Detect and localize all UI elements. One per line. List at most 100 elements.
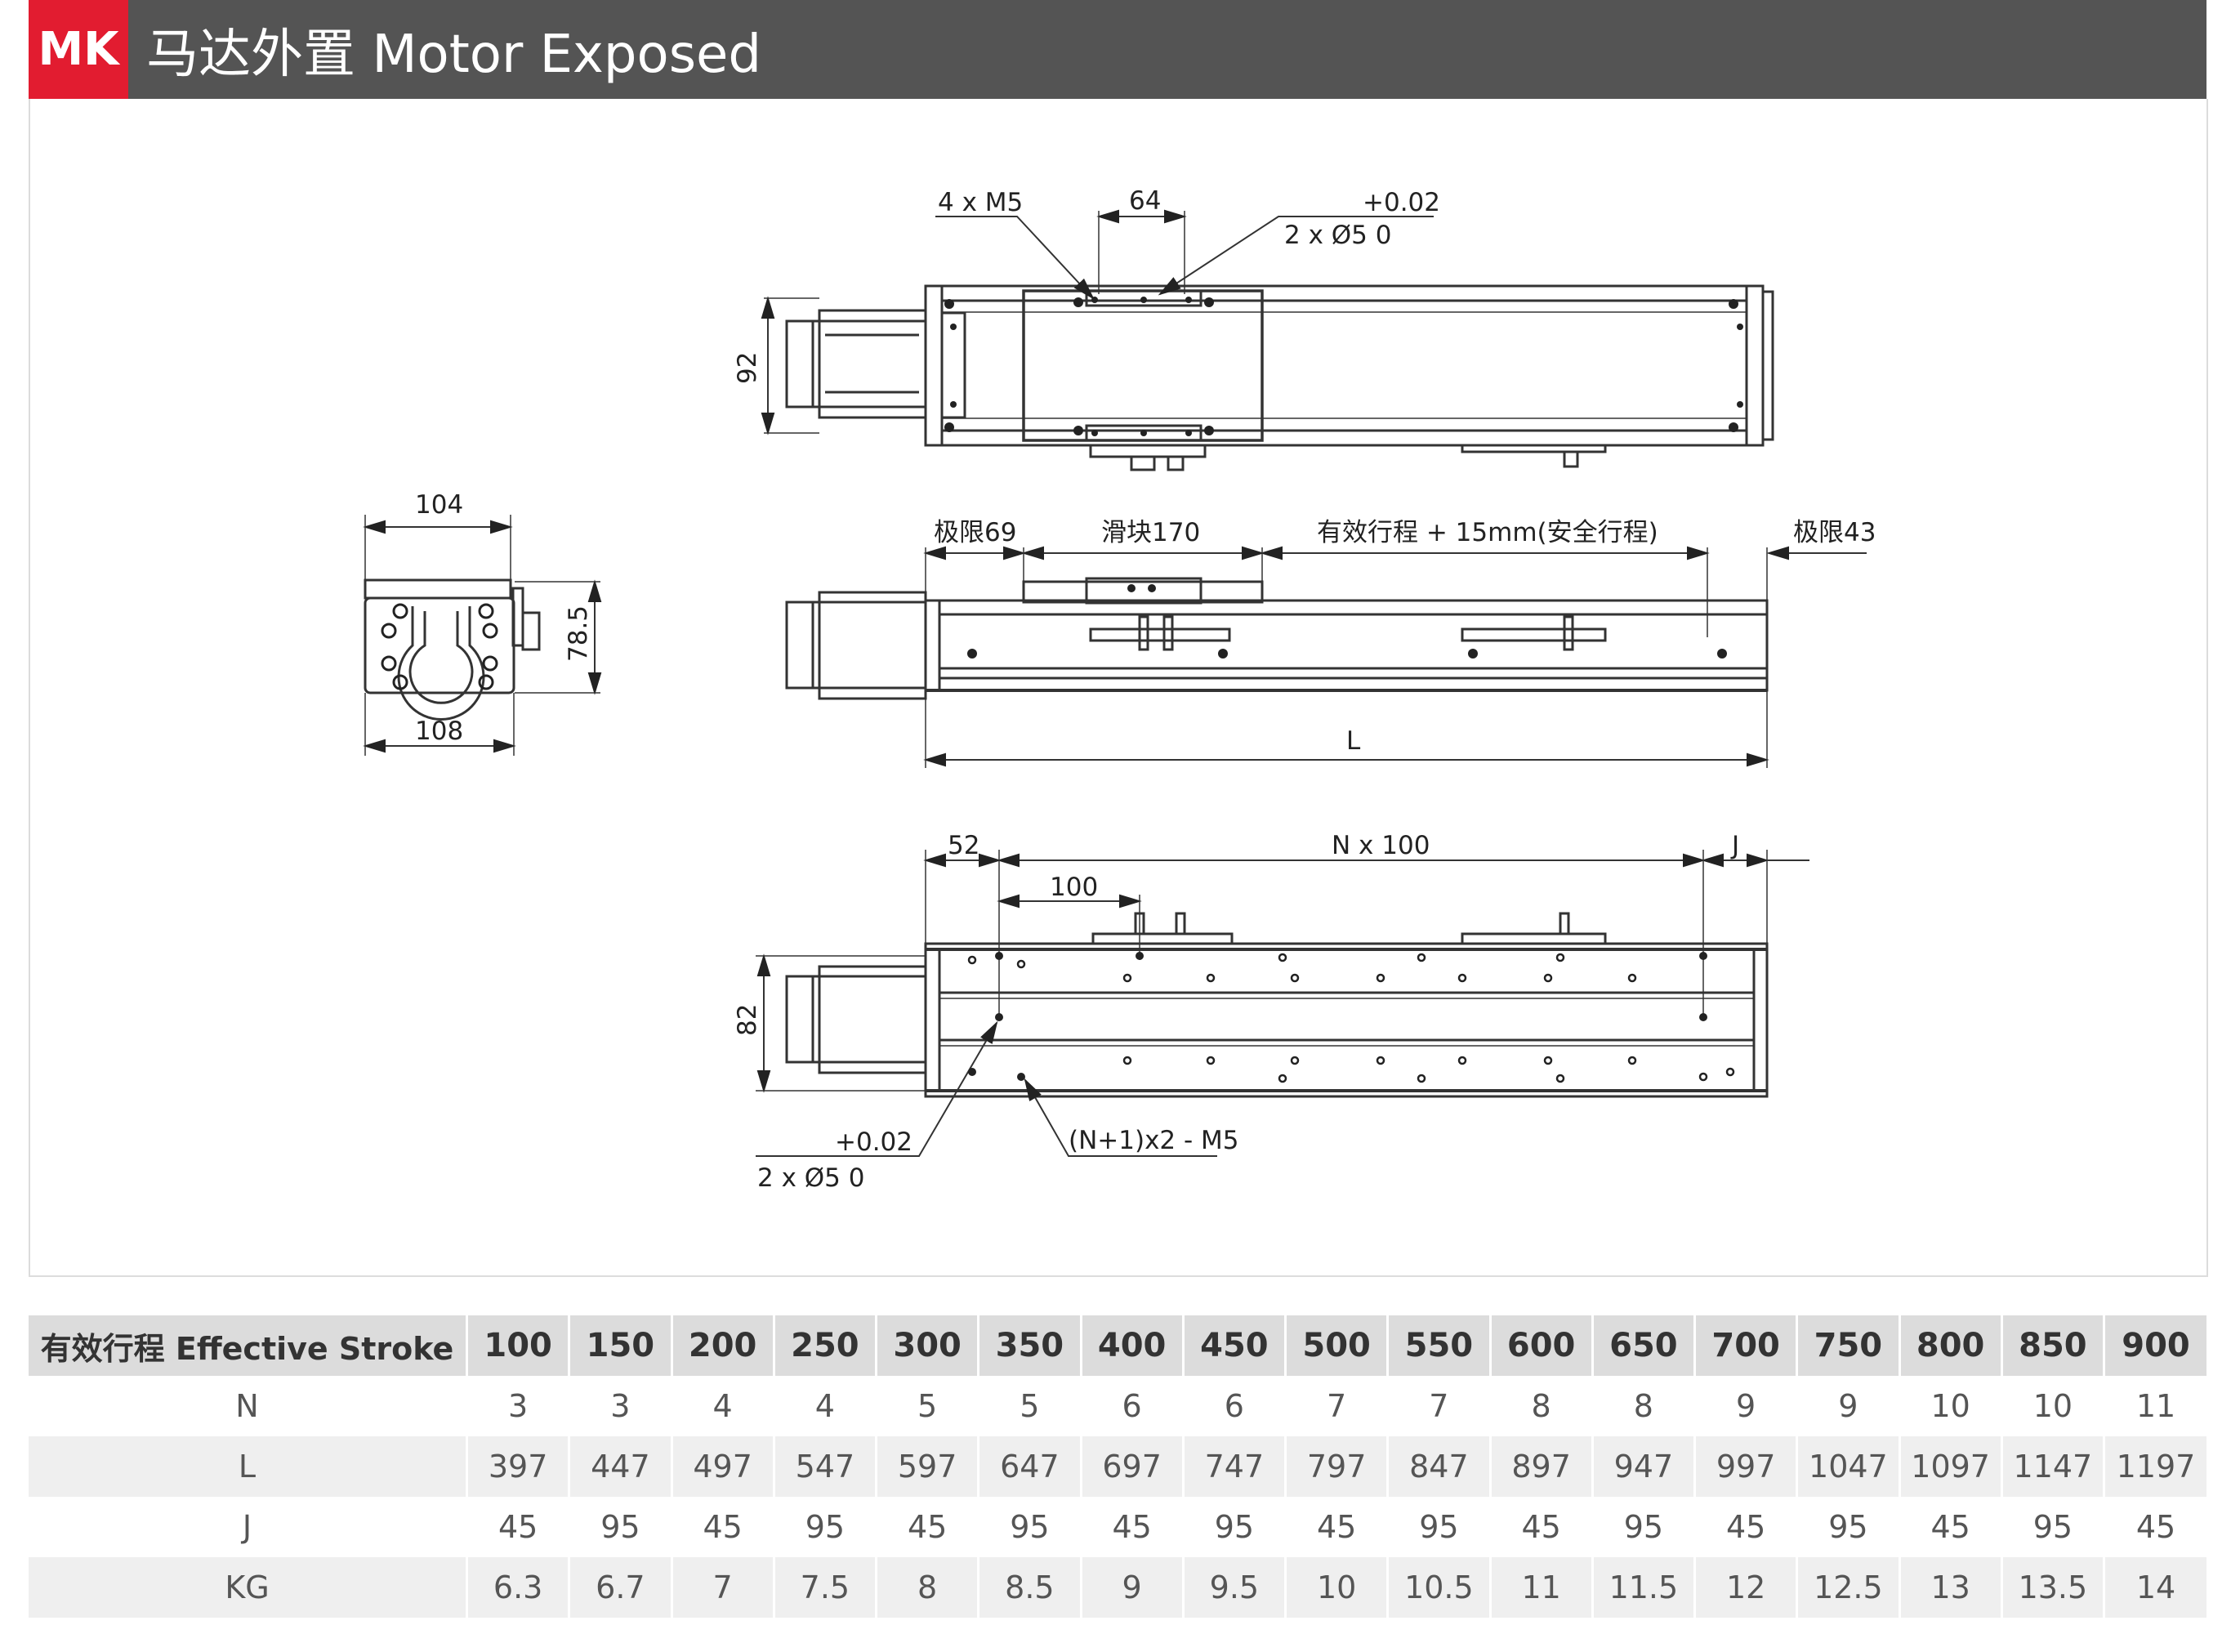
drawing-panel: [29, 99, 2208, 1277]
table-cell: 12.5: [1796, 1557, 1899, 1618]
table-cell: 45: [1693, 1497, 1797, 1557]
bottom-pin-tolerance-label: +0.02: [835, 1127, 912, 1157]
table-cell: 9: [1796, 1376, 1899, 1436]
table-cell: 7: [670, 1557, 774, 1618]
pin-tolerance-label: +0.02: [1363, 188, 1440, 217]
table-cell: 1047: [1796, 1436, 1899, 1497]
table-cell: 95: [1181, 1497, 1286, 1557]
table-cell: 847: [1386, 1436, 1490, 1497]
top-view: [761, 209, 1774, 471]
row-label-cell: KG: [29, 1557, 467, 1618]
table-cell: 3: [465, 1376, 569, 1436]
table-cell: 797: [1283, 1436, 1388, 1497]
table-cell: 10: [1283, 1557, 1388, 1618]
row-label-cell: J: [242, 1509, 252, 1545]
table-cell: 497: [670, 1436, 774, 1497]
table-cell: 10: [2000, 1376, 2104, 1436]
stroke-header-cell: 400: [1079, 1315, 1184, 1376]
table-cell: 95: [977, 1497, 1081, 1557]
end-bottom-width-label: 108: [415, 717, 463, 746]
stroke-header-cell: 150: [568, 1315, 672, 1376]
stroke-header-cell: 700: [1693, 1315, 1797, 1376]
table-cell: 8: [1591, 1376, 1695, 1436]
stroke-header-cell: 900: [2103, 1315, 2206, 1376]
row-label-cell: L: [29, 1436, 467, 1497]
table-cell: 11: [2103, 1376, 2206, 1436]
page-title: 马达外置 Motor Exposed: [146, 24, 762, 85]
table-cell: 45: [2103, 1497, 2206, 1557]
table-cell: 8.5: [977, 1557, 1081, 1618]
table-cell: 6.7: [568, 1557, 672, 1618]
table-cell: 5: [977, 1376, 1081, 1436]
body-height-label: 92: [733, 352, 762, 384]
series-badge: MK: [29, 0, 128, 99]
stroke-label: 有效行程 + 15mm(安全行程): [1317, 518, 1658, 547]
table-cell: 8: [1488, 1376, 1593, 1436]
table-cell: 1097: [1898, 1436, 2002, 1497]
table-cell: 7.5: [772, 1557, 877, 1618]
end-top-width-label: 104: [415, 490, 463, 520]
table-cell: 547: [772, 1436, 877, 1497]
side-view: [785, 546, 1867, 768]
end-view: [363, 515, 602, 756]
table-cell: 747: [1181, 1436, 1286, 1497]
stroke-header-cell: 550: [1386, 1315, 1490, 1376]
table-cell: 11: [1488, 1557, 1593, 1618]
stroke-header-cell: 800: [1898, 1315, 2002, 1376]
limit-right-label: 极限43: [1793, 518, 1876, 547]
stroke-header-cell: 600: [1488, 1315, 1593, 1376]
stroke-header-cell: 750: [1796, 1315, 1899, 1376]
table-cell: 12: [1693, 1557, 1797, 1618]
table-cell: 5: [874, 1376, 979, 1436]
stroke-header-cell: 350: [977, 1315, 1081, 1376]
table-cell: 9: [1079, 1557, 1184, 1618]
table-cell: 95: [1796, 1497, 1899, 1557]
table-cell: 6: [1079, 1376, 1184, 1436]
table-cell: 95: [568, 1497, 672, 1557]
hole-spacing-label: 64: [1129, 186, 1161, 216]
pitch-label: 100: [1050, 873, 1098, 902]
table-cell: 45: [874, 1497, 979, 1557]
mounting-holes-label: 4 x M5: [938, 188, 1023, 217]
bottom-pin-hole-label: 2 x Ø5 0: [757, 1163, 864, 1193]
table-cell: 10.5: [1386, 1557, 1490, 1618]
table-cell: 45: [1079, 1497, 1184, 1557]
pin-hole-label: 2 x Ø5 0: [1284, 221, 1391, 250]
stroke-header-cell: 850: [2000, 1315, 2104, 1376]
table-cell: 45: [465, 1497, 569, 1557]
thread-holes-label: (N+1)x2 - M5: [1069, 1126, 1239, 1155]
table-cell: 447: [568, 1436, 672, 1497]
bottom-view: [756, 850, 1809, 1157]
table-cell: 7: [1283, 1376, 1388, 1436]
table-cell: 10: [1898, 1376, 2002, 1436]
table-cell: 13.5: [2000, 1557, 2104, 1618]
stroke-header-cell: 250: [772, 1315, 877, 1376]
table-cell: 45: [1283, 1497, 1388, 1557]
table-cell: 11.5: [1591, 1557, 1695, 1618]
end-height-label: 78.5: [564, 605, 593, 662]
table-cell: 6.3: [465, 1557, 569, 1618]
table-cell: 95: [772, 1497, 877, 1557]
title-bar: MK 马达外置 Motor Exposed: [29, 0, 2206, 99]
bottom-height-label: 82: [733, 1004, 762, 1036]
table-cell: 13: [1898, 1557, 2002, 1618]
stroke-header-cell: 300: [874, 1315, 979, 1376]
slider-label: 滑块170: [1101, 518, 1200, 547]
technical-drawing: 4 x M5 64 +0.02 2 x Ø5 0 92 104 108 78.5…: [363, 186, 1876, 1193]
table-cell: 397: [465, 1436, 569, 1497]
table-cell: 997: [1693, 1436, 1797, 1497]
table-cell: 95: [2000, 1497, 2104, 1557]
table-cell: 8: [874, 1557, 979, 1618]
table-cell: 45: [1898, 1497, 2002, 1557]
header-label-cell: 有效行程 Effective Stroke: [29, 1315, 467, 1376]
table-cell: 4: [772, 1376, 877, 1436]
table-cell: 897: [1488, 1436, 1593, 1497]
end-gap-label: J: [1730, 831, 1739, 860]
stroke-header-cell: 500: [1283, 1315, 1388, 1376]
table-cell: 45: [670, 1497, 774, 1557]
stroke-header-cell: 200: [670, 1315, 774, 1376]
